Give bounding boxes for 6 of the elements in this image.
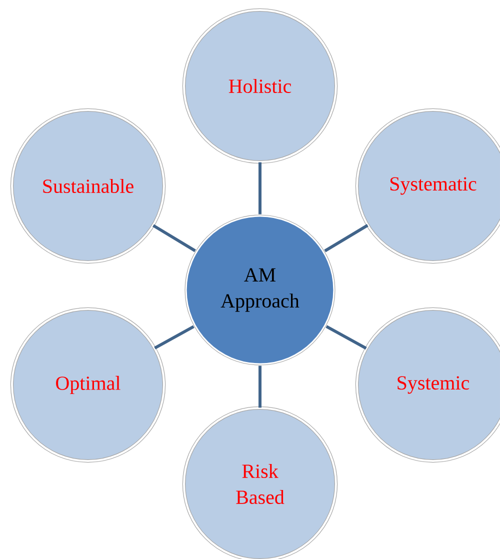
connector-line [154,325,194,350]
connector-line [152,224,196,252]
connector-line [258,162,262,214]
connector-line [326,325,367,350]
connector-line [324,224,368,252]
connector-line [258,366,262,408]
